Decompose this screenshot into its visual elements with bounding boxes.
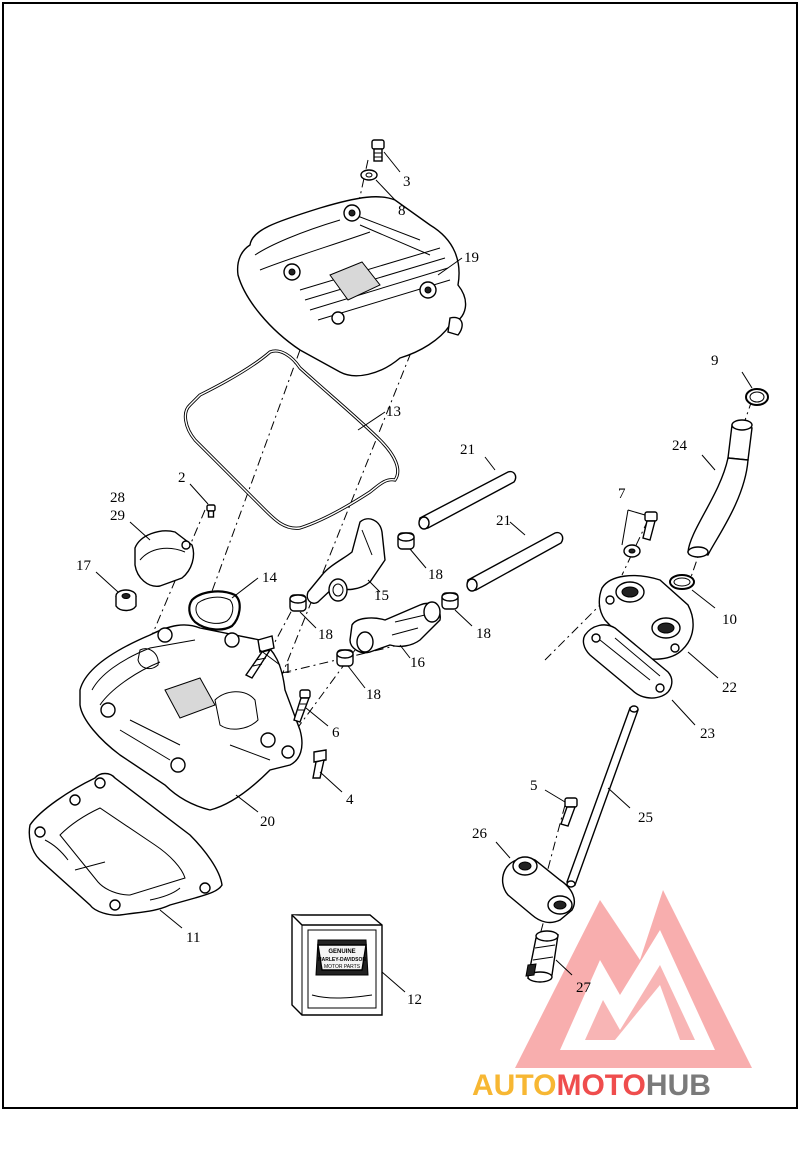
- callout-14: 14: [262, 570, 278, 586]
- callout-28: 28: [110, 490, 125, 506]
- base-gasket-part-11[interactable]: [28, 772, 223, 916]
- callout-10: 10: [722, 612, 737, 628]
- o-ring-part-10[interactable]: [669, 574, 695, 590]
- callout-6: 6: [332, 725, 340, 741]
- bushing-part-18-a[interactable]: [397, 532, 415, 550]
- callout-20: 20: [260, 814, 275, 830]
- rocker-cover-part-19[interactable]: [236, 196, 467, 377]
- rocker-housing-part-20[interactable]: [79, 624, 303, 811]
- callout-18-d: 18: [366, 687, 381, 703]
- kit-box-brand-text: HARLEY-DAVIDSON: [318, 957, 366, 963]
- kit-box-motorparts-text: MOTOR PARTS: [324, 964, 361, 970]
- callout-labels: 3 8 19 13 2 28 29 17 14 1 6 4 20 11 12 2…: [76, 174, 737, 1008]
- callout-18-a: 18: [428, 567, 443, 583]
- bracket-part-26[interactable]: [501, 856, 576, 924]
- bolt-part-5[interactable]: [560, 797, 578, 827]
- bolt-part-7[interactable]: [642, 511, 658, 541]
- callout-26: 26: [472, 826, 488, 842]
- callout-22: 22: [722, 680, 737, 696]
- watermark-logo: [515, 890, 752, 1068]
- callout-12: 12: [407, 992, 422, 1008]
- callout-3: 3: [403, 174, 411, 190]
- callout-29: 29: [110, 508, 125, 524]
- watermark-text: AUTOMOTOHUB: [472, 1069, 711, 1102]
- kit-box-part-12[interactable]: GENUINE HARLEY-DAVIDSON MOTOR PARTS: [291, 914, 383, 1016]
- callout-18-b: 18: [318, 627, 333, 643]
- bushing-part-18-d[interactable]: [336, 649, 354, 667]
- callout-25: 25: [638, 810, 653, 826]
- bolt-part-6[interactable]: [293, 689, 311, 723]
- plug-part-17[interactable]: [115, 589, 137, 612]
- callout-21-lower: 21: [496, 513, 511, 529]
- callout-27: 27: [576, 980, 592, 996]
- callout-17: 17: [76, 558, 92, 574]
- callout-16: 16: [410, 655, 426, 671]
- callout-9: 9: [711, 353, 719, 369]
- washer-part-7[interactable]: [623, 544, 641, 558]
- callout-13: 13: [386, 404, 401, 420]
- callout-7: 7: [618, 486, 626, 502]
- bolt-part-1[interactable]: [244, 635, 275, 679]
- callout-8: 8: [398, 203, 406, 219]
- bolt-part-4[interactable]: [312, 749, 327, 779]
- watermark-moto: MOTO: [556, 1069, 645, 1102]
- lifter-part-27[interactable]: [525, 930, 559, 983]
- bushing-part-18-b[interactable]: [289, 594, 307, 612]
- o-ring-part-9[interactable]: [745, 388, 769, 406]
- shaft-part-21-lower[interactable]: [466, 531, 564, 592]
- breather-cover-part-28-29[interactable]: [134, 530, 195, 587]
- gasket-part-13[interactable]: [183, 349, 400, 530]
- callout-11: 11: [186, 930, 200, 946]
- screw-part-2[interactable]: [206, 504, 216, 518]
- callout-19: 19: [464, 250, 479, 266]
- bushing-part-18-c[interactable]: [441, 592, 459, 610]
- callout-24: 24: [672, 438, 688, 454]
- diagram-border: [2, 2, 798, 1109]
- watermark-hub: HUB: [646, 1069, 711, 1102]
- kit-box-genuine-text: GENUINE: [328, 949, 355, 955]
- washer-part-8[interactable]: [360, 169, 378, 181]
- callout-18-c: 18: [476, 626, 491, 642]
- callout-1: 1: [284, 661, 292, 677]
- callout-2: 2: [178, 470, 186, 486]
- leader-lines: [95, 151, 753, 993]
- bolt-part-3[interactable]: [371, 139, 385, 162]
- gasket-part-14[interactable]: [188, 590, 241, 631]
- shaft-part-21-upper[interactable]: [418, 470, 517, 530]
- callout-4: 4: [346, 792, 354, 808]
- watermark-auto: AUTO: [472, 1069, 556, 1102]
- callout-15: 15: [374, 588, 389, 604]
- gasket-part-23[interactable]: [582, 624, 673, 699]
- rocker-arm-part-16[interactable]: [349, 601, 441, 654]
- rocker-arm-part-15[interactable]: [306, 518, 386, 604]
- callout-5: 5: [530, 778, 538, 794]
- pushrod-part-25[interactable]: [566, 705, 639, 888]
- callout-23: 23: [700, 726, 715, 742]
- callout-21-upper: 21: [460, 442, 475, 458]
- pushrod-tube-part-24[interactable]: [687, 419, 753, 558]
